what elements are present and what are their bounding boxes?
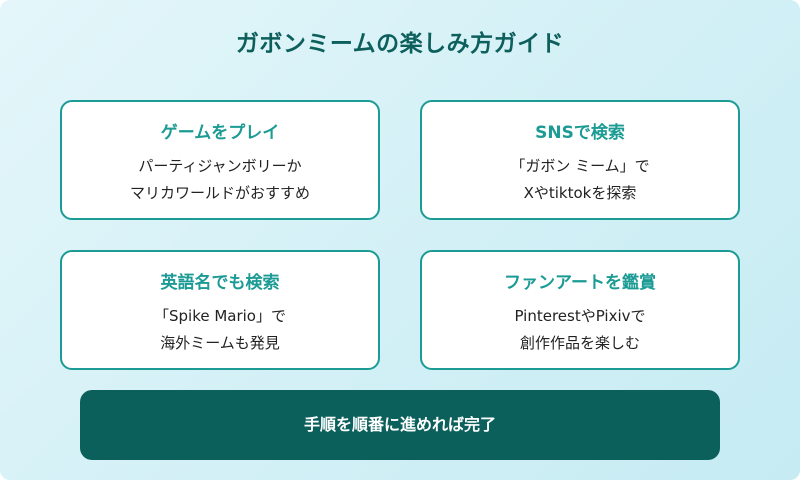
step-card-fan-art: ファンアートを鑑賞 PinterestやPixivで 創作作品を楽しむ xyxy=(420,250,740,370)
card-title: ファンアートを鑑賞 xyxy=(504,273,656,293)
card-text-line: 「ガボン ミーム」で xyxy=(510,157,650,175)
card-text-line: パーティジャンボリーか xyxy=(138,157,302,175)
page-title: ガボンミームの楽しみ方ガイド xyxy=(235,31,565,57)
card-title: 英語名でも検索 xyxy=(160,273,280,293)
card-title: ゲームをプレイ xyxy=(160,123,280,143)
step-card-sns-search: SNSで検索 「ガボン ミーム」で Xやtiktokを探索 xyxy=(420,100,740,220)
card-text-line: Xやtiktokを探索 xyxy=(523,184,637,202)
step-card-english-search: 英語名でも検索 「Spike Mario」で 海外ミームも発見 xyxy=(60,250,380,370)
card-text-line: マリカワールドがおすすめ xyxy=(129,184,310,202)
card-title: SNSで検索 xyxy=(535,123,625,143)
card-text-line: 海外ミームも発見 xyxy=(160,334,280,352)
step-card-play-game: ゲームをプレイ パーティジャンボリーか マリカワールドがおすすめ xyxy=(60,100,380,220)
card-text-line: 創作作品を楽しむ xyxy=(519,334,640,352)
card-text-line: 「Spike Mario」で xyxy=(153,307,286,325)
completion-banner: 手順を順番に進めれば完了 xyxy=(80,390,720,460)
card-text-line: PinterestやPixivで xyxy=(514,307,646,325)
